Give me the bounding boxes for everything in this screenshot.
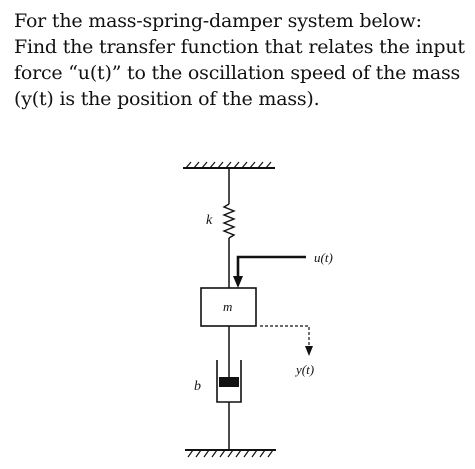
position-arrow bbox=[260, 325, 313, 356]
spring-label: k bbox=[206, 213, 213, 228]
question-line-4: (y(t) is the position of the mass). bbox=[14, 88, 320, 110]
mass-label: m bbox=[223, 299, 232, 314]
question-line-1: For the mass-spring-damper system below: bbox=[14, 10, 422, 32]
question-text: For the mass-spring-damper system below:… bbox=[14, 8, 469, 112]
mass-block bbox=[200, 287, 257, 327]
bottom-ground bbox=[185, 449, 276, 458]
mass-spring-damper-diagram: k u(t) m y(t) b bbox=[183, 161, 333, 458]
position-label: y(t) bbox=[294, 362, 314, 377]
input-force-arrow bbox=[233, 255, 306, 288]
damper-label: b bbox=[194, 379, 201, 394]
input-force-label: u(t) bbox=[314, 250, 333, 265]
spring bbox=[222, 168, 236, 288]
question-line-3: force “u(t)” to the oscillation speed of… bbox=[14, 62, 461, 84]
question-line-2: Find the transfer function that relates … bbox=[14, 36, 465, 58]
damper bbox=[216, 326, 242, 450]
top-ground bbox=[183, 161, 275, 169]
